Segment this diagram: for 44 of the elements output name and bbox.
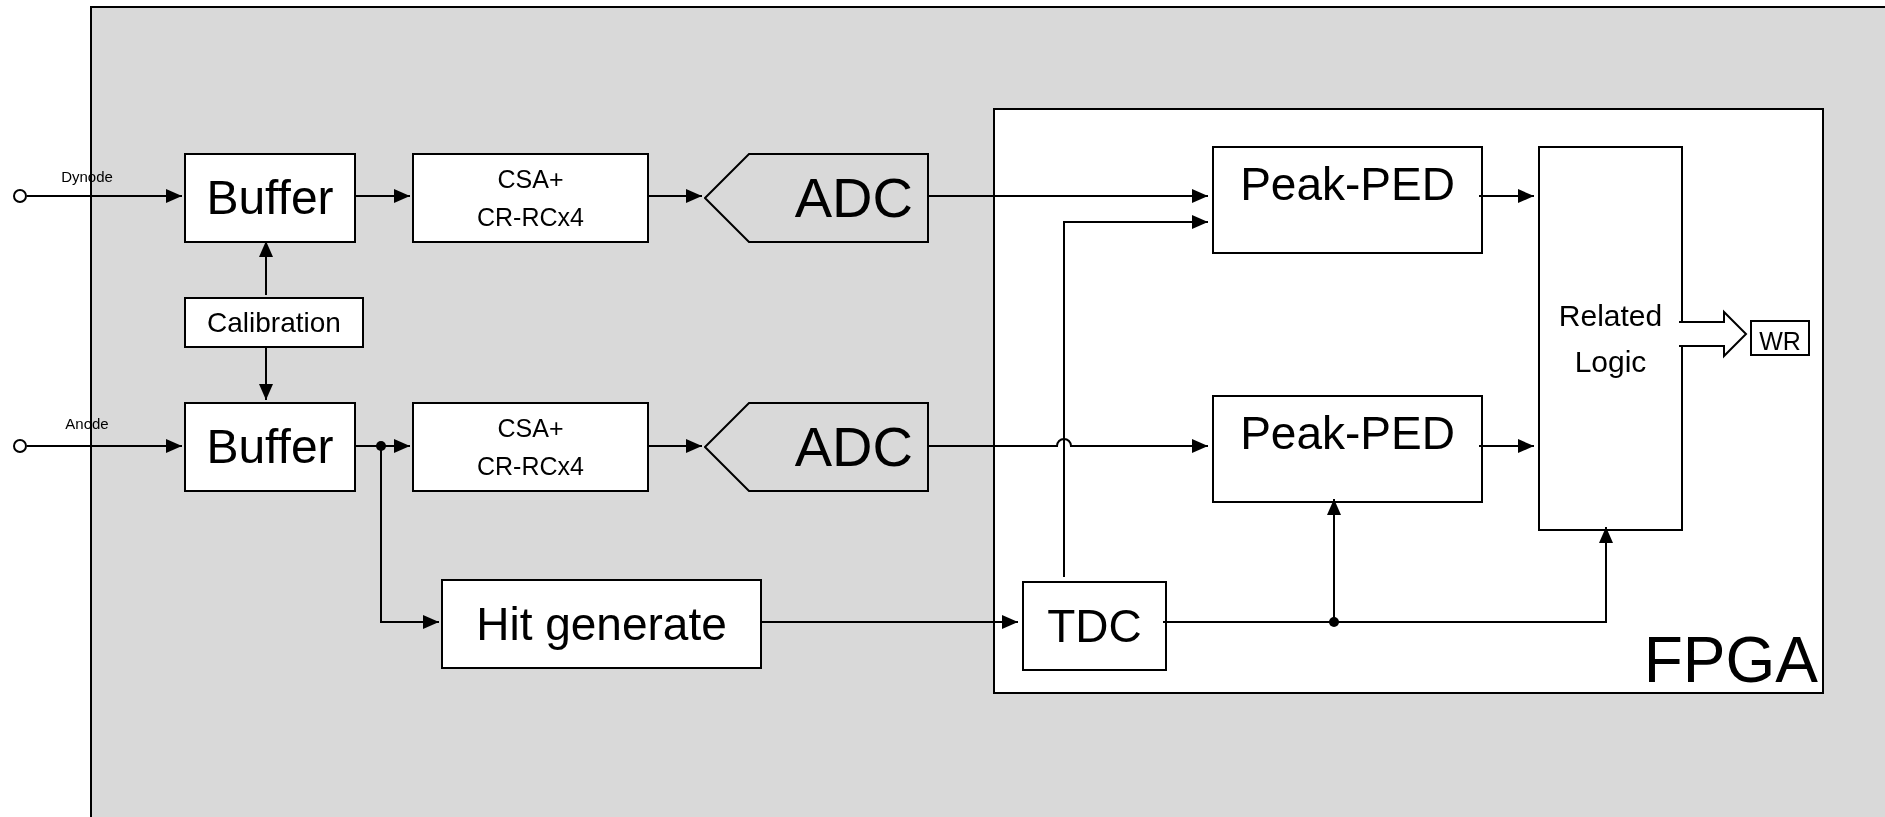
buffer-box bbox=[184, 402, 356, 492]
wr-box bbox=[1750, 320, 1810, 356]
block-label: Hit generate bbox=[476, 596, 727, 652]
arrow bbox=[259, 240, 273, 296]
block-label: CSA+ CR-RCx4 bbox=[476, 413, 585, 482]
arrow bbox=[259, 345, 273, 401]
arrow bbox=[759, 615, 1019, 629]
arrow bbox=[926, 189, 1209, 203]
peak-ped-box bbox=[1212, 395, 1483, 503]
block-label: Related Logic bbox=[1557, 297, 1664, 380]
block-label: Peak-PED bbox=[1240, 406, 1455, 461]
arrow bbox=[1063, 215, 1209, 578]
adc-block bbox=[704, 402, 929, 492]
block-label: ADC bbox=[794, 165, 913, 231]
arrow bbox=[926, 438, 1209, 453]
arrow bbox=[1478, 189, 1535, 203]
arrow bbox=[26, 439, 183, 453]
buffer-box bbox=[184, 153, 356, 243]
shaper-box bbox=[412, 402, 649, 492]
arrow bbox=[1478, 439, 1535, 453]
block-label: FPGA bbox=[1643, 628, 1818, 692]
peak-ped-box bbox=[1212, 146, 1483, 254]
adc-block bbox=[704, 153, 929, 243]
logic-box bbox=[1538, 146, 1683, 531]
calibration-box bbox=[184, 297, 364, 348]
input-terminal bbox=[13, 439, 27, 453]
block-label: CSA+ CR-RCx4 bbox=[476, 164, 585, 233]
arrow bbox=[646, 439, 703, 453]
input-terminal bbox=[13, 189, 27, 203]
block-label: Peak-PED bbox=[1240, 157, 1455, 212]
arrow bbox=[646, 189, 703, 203]
block-arrow bbox=[1678, 309, 1748, 359]
block-label: Buffer bbox=[206, 170, 334, 226]
arrow bbox=[26, 189, 183, 203]
hit-generator-box bbox=[441, 579, 762, 669]
block-label: Calibration bbox=[207, 305, 341, 340]
arrow bbox=[353, 189, 411, 203]
shaper-box bbox=[412, 153, 649, 243]
block-label: Buffer bbox=[206, 419, 334, 475]
block-label: WR bbox=[1759, 328, 1801, 354]
block-label: TDC bbox=[1047, 599, 1142, 654]
block-label: ADC bbox=[794, 414, 913, 480]
fpga-block bbox=[993, 108, 1824, 694]
tdc-box bbox=[1022, 581, 1167, 671]
